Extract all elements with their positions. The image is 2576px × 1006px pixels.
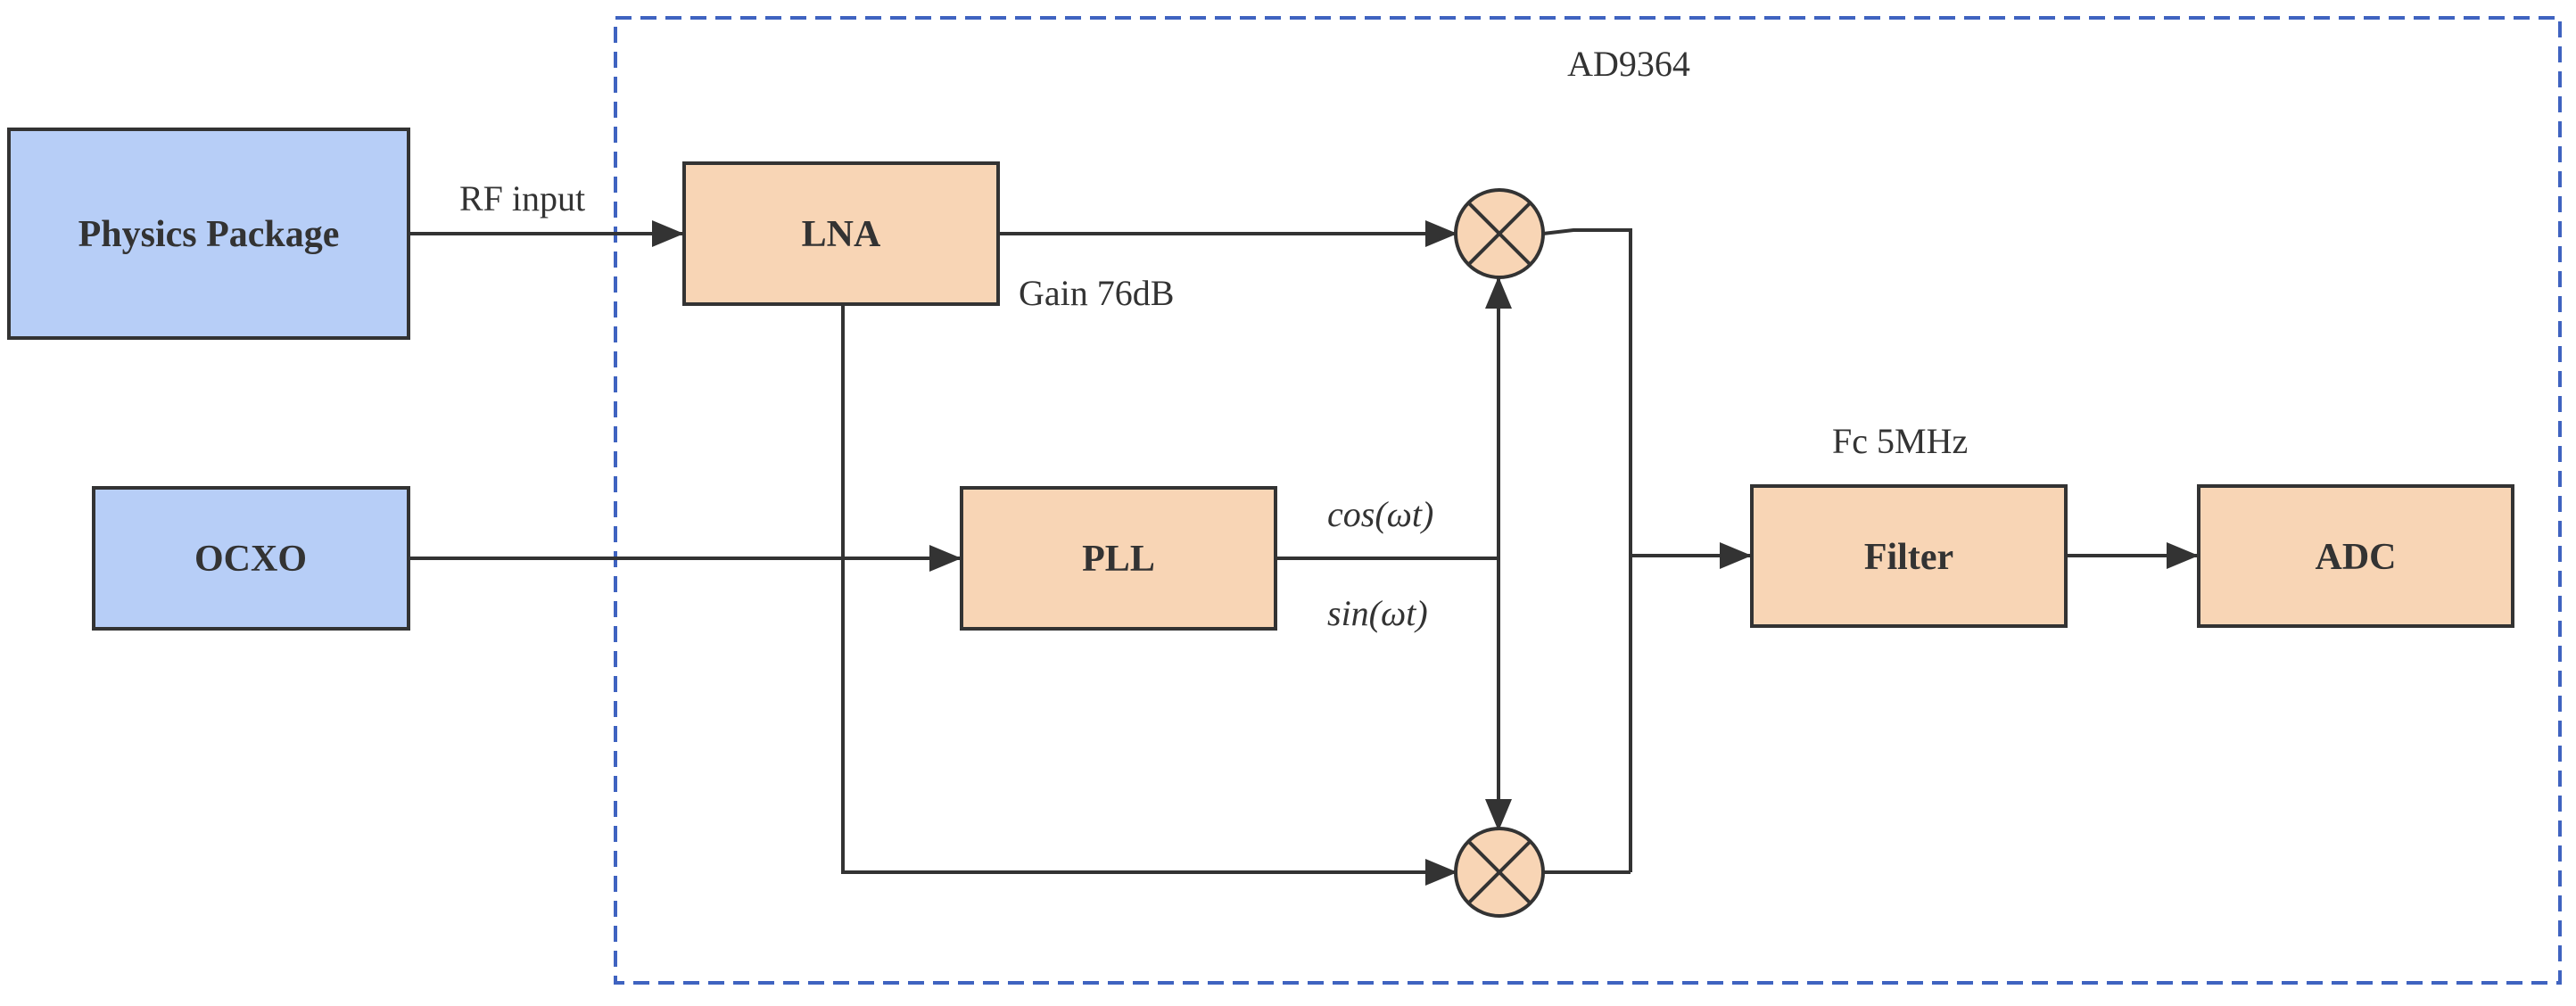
gain-label: Gain 76dB	[1019, 273, 1174, 313]
physics-package-label: Physics Package	[78, 214, 340, 255]
physics-package-block: Physics Package	[7, 128, 410, 340]
ocxo-label: OCXO	[194, 539, 307, 580]
rf-input-label: RF input	[459, 178, 585, 219]
multiply-icon	[1466, 839, 1532, 905]
sin-label: sin(ωt)	[1327, 593, 1428, 633]
top-mixer-output-line	[1542, 228, 1632, 872]
ad9364-label: AD9364	[1567, 44, 1690, 84]
top-mixer	[1454, 188, 1545, 279]
lna-label: LNA	[802, 214, 881, 255]
filter-block: Filter	[1750, 484, 2068, 628]
adc-label: ADC	[2316, 537, 2397, 578]
lna-to-bottom-mixer-line	[841, 304, 1457, 886]
fc-label: Fc 5MHz	[1832, 421, 1968, 461]
ad9364-region	[614, 16, 2562, 985]
bottom-mixer	[1454, 827, 1545, 918]
adc-block: ADC	[2197, 484, 2514, 628]
filter-label: Filter	[1864, 537, 1953, 578]
ocxo-block: OCXO	[92, 486, 410, 631]
pll-block: PLL	[960, 486, 1277, 631]
multiply-icon	[1466, 201, 1532, 267]
lna-block: LNA	[682, 161, 1000, 306]
cos-label: cos(ωt)	[1327, 494, 1433, 534]
pll-label: PLL	[1082, 539, 1155, 580]
